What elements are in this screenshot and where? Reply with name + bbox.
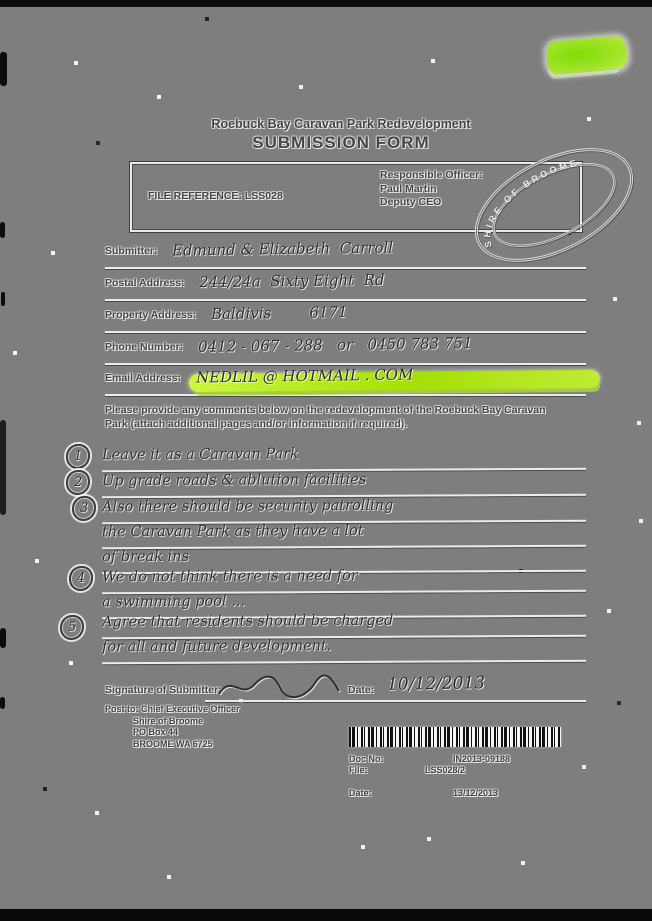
barcode [349,727,561,747]
comment-line: We do not think there is a need for [101,566,587,595]
submitter-label: Submitter: [105,245,158,257]
comment-line: Agree that residents should be charged [101,611,587,640]
circled-number-4: 4 [69,566,93,591]
comment-line: the Caravan Park as they have a lot [101,521,587,550]
file-label: File: [349,765,368,775]
postal-address-label: Postal Address: [105,277,185,289]
received-date-value: 13/12/2013 [453,788,499,798]
comment-line: for all and future development. [101,636,587,665]
field-row-email-address: Email Address: NEDLIL @ HOTMAIL . COM [105,365,601,396]
phone-number-value: 0412 - 067 - 288 or 0450 783 751 [197,334,473,356]
field-row-submitter: Submitter: Edmund & Elizabeth Carroll [105,238,586,269]
highlighter-mark [545,35,629,76]
scan-speckles-dark [0,0,2,2]
comments-instructions: Please provide any comments below on the… [105,404,546,430]
scan-edge-top [0,0,652,7]
file-reference-label: FILE REFERENCE: [148,190,242,202]
post-to-line-4: BROOME WA 6725 [133,738,213,749]
date-value: 10/12/2013 [386,673,486,695]
post-to-line-1: Post to: Chief Executive Officer [105,704,240,714]
scan-blotch [0,420,6,515]
records-registration-block: Doc No: IN2013-09188 File: LSS028/2 Date… [349,754,561,799]
received-date-label: Date: [349,788,372,798]
circled-number-2: 2 [66,470,90,495]
post-to-block: Post to: Chief Executive Officer Shire o… [105,704,240,750]
comment-item-3: 3 Also there should be security patrolli… [72,496,587,575]
file-reference: FILE REFERENCE: LSS028 [148,190,283,202]
signature-scribble [218,674,340,699]
responsible-officer-label: Responsible Officer: [380,169,483,181]
field-row-phone-number: Phone Number: 0412 - 067 - 288 or 0450 7… [105,334,586,365]
circled-number-1: 1 [66,444,90,469]
officer-name: Paul Martin [380,182,437,195]
post-to-line-3: PO Box 44 [133,727,179,737]
file-reference-value: LSS028 [244,190,283,202]
comment-item-1: 1 Leave it as a Caravan Park [66,444,587,473]
circled-number-3: 3 [72,496,96,521]
phone-number-label: Phone Number: [105,341,184,353]
signature-label: Signature of Submitter: [105,684,222,696]
comment-item-5: 5 Agree that residents should be charged… [60,611,587,665]
post-to-line-2: Shire of Broome [133,715,204,726]
shire-of-broome-stamp: SHIRE OF BROOME [464,148,634,262]
comment-item-2: 2 Up grade roads & ablution facilities [66,470,587,499]
comment-line: Leave it as a Caravan Park [101,444,587,473]
comment-line: Also there should be security patrolling [101,496,587,525]
signature-underline [205,700,586,702]
scan-edge-bottom [0,909,652,921]
submitter-value: Edmund & Elizabeth Carroll [171,238,394,260]
field-row-postal-address: Postal Address: 244/24a Sixty Eight Rd [105,270,586,301]
file-value: LSS028/2 [425,765,466,775]
property-address-label: Property Address: [105,309,197,321]
field-row-property-address: Property Address: Baldivis 6171 [105,303,586,333]
scan-blotch [1,292,5,306]
circled-number-5: 5 [60,615,84,640]
date-label: Date: [348,684,375,696]
scan-blotch [0,222,5,238]
comment-line: Up grade roads & ablution facilities [101,470,587,499]
scan-blotch [0,697,5,709]
responsible-officer-block: Responsible Officer: Paul Martin Deputy … [380,169,483,210]
signature-row: Signature of Submitter: Date: 10/12/2013 [105,673,586,702]
officer-title: Deputy CEO [380,196,442,208]
file-reference-box: FILE REFERENCE: LSS028 Responsible Offic… [130,162,582,232]
email-address-value: NEDLIL @ HOTMAIL . COM [195,365,414,387]
scan-blotch [0,628,6,648]
form-subtitle: SUBMISSION FORM [252,133,430,152]
scan-blotch [0,52,7,86]
doc-no-value: IN2013-09188 [453,754,511,764]
postal-address-value: 244/24a Sixty Eight Rd [198,270,385,292]
doc-no-label: Doc No: [349,754,384,764]
form-title: Roebuck Bay Caravan Park Redevelopment [211,117,471,131]
comment-item-4: 4 We do not think there is a need for a … [69,566,587,620]
email-address-label: Email Address: [105,372,182,384]
property-address-value: Baldivis 6171 [210,303,348,323]
